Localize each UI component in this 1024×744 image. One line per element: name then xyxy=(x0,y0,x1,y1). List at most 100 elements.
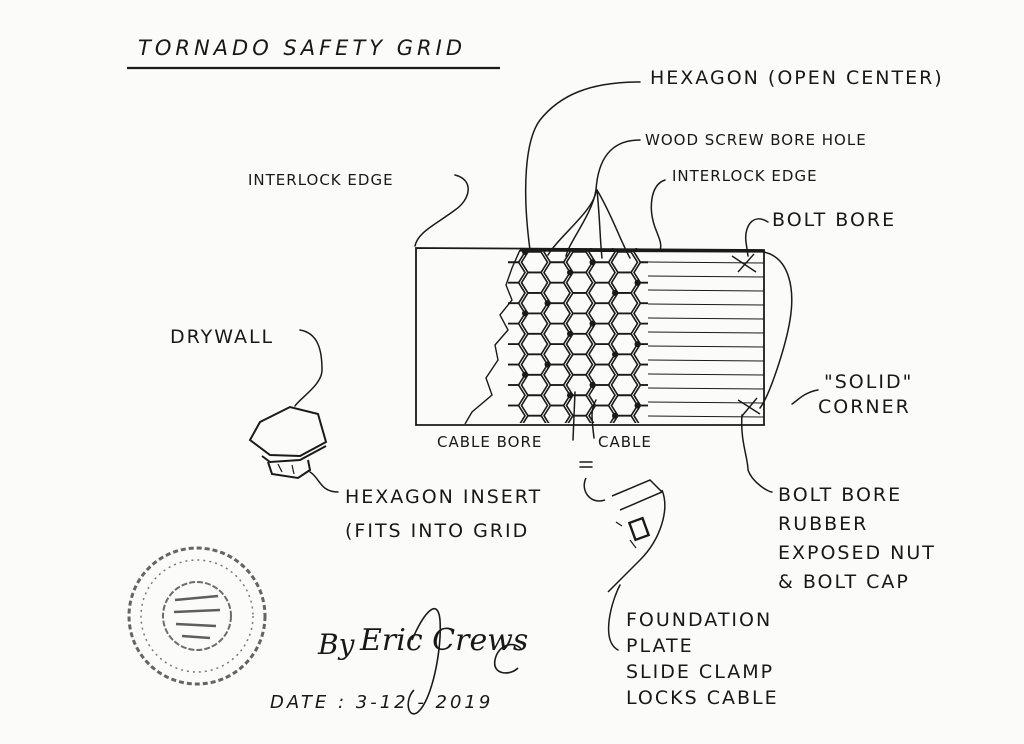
screw-bore-dot xyxy=(658,373,662,377)
label-wood-screw-bore-hole: WOOD SCREW BORE HOLE xyxy=(645,131,867,149)
hex-cell xyxy=(633,404,648,423)
hex-cell xyxy=(508,248,526,264)
hex-cell xyxy=(565,312,594,335)
date-label: DATE : 3-12 - 2019 xyxy=(270,692,494,713)
page-title: TORNADO SAFETY GRID xyxy=(138,36,466,60)
hex-cell xyxy=(657,313,683,334)
label-drywall: DRYWALL xyxy=(170,326,275,348)
label-hexagon-insert-line1: HEXAGON INSERT xyxy=(345,486,543,508)
hex-cell xyxy=(633,281,648,305)
hex-cell xyxy=(588,343,616,366)
label-cable: CABLE xyxy=(598,433,652,451)
foundation-plate-icon xyxy=(583,477,666,593)
hex-cell xyxy=(679,405,705,426)
hex-cell xyxy=(543,302,571,325)
label-foundation: FOUNDATION PLATE SLIDE CLAMP LOCKS CABLE xyxy=(626,607,779,711)
hex-cell xyxy=(565,353,594,376)
hex-cell xyxy=(565,251,594,274)
hexagon-grid-icon xyxy=(508,248,707,426)
screw-bore-dot xyxy=(680,362,684,366)
label-foundation-line1: FOUNDATION xyxy=(626,609,773,631)
hex-cell xyxy=(565,332,594,356)
hex-cell xyxy=(543,248,571,264)
hex-cell xyxy=(679,283,705,304)
label-hexagon-insert-line2: (FITS INTO GRID xyxy=(345,520,530,542)
signature-graphic xyxy=(407,607,523,715)
hex-cell xyxy=(679,303,705,324)
hex-cell xyxy=(657,375,683,396)
hex-cell xyxy=(543,363,571,386)
label-interlock-edge-right: INTERLOCK EDGE xyxy=(672,167,818,185)
hex-cell xyxy=(610,312,639,335)
hex-cell xyxy=(679,324,705,345)
hex-cell xyxy=(543,343,571,366)
label-foundation-line2: PLATE xyxy=(626,635,694,657)
hex-cell xyxy=(522,414,547,423)
hex-cell xyxy=(588,384,616,407)
label-hexagon-open-center: HEXAGON (OPEN CENTER) xyxy=(650,67,944,89)
safety-grid-panel xyxy=(415,247,765,426)
hex-cell xyxy=(588,302,616,325)
hex-cell xyxy=(657,354,683,375)
panel-line xyxy=(647,331,765,334)
hex-cell xyxy=(543,281,571,305)
hex-cell xyxy=(679,262,705,283)
hex-cell xyxy=(565,291,594,315)
hex-cell xyxy=(588,261,616,284)
hex-cell xyxy=(543,322,571,346)
label-cable-bore: CABLE BORE xyxy=(437,433,543,451)
hex-cell xyxy=(679,344,705,365)
hex-cell xyxy=(520,251,549,274)
hex-cell xyxy=(633,363,648,386)
screw-bore-dot xyxy=(658,311,662,315)
hex-cell xyxy=(508,322,526,346)
label-bolt-bore-bottom: BOLT BORE RUBBER EXPOSED NUT & BOLT CAP xyxy=(778,481,936,597)
hex-cell xyxy=(543,261,571,284)
hex-cell xyxy=(610,394,639,417)
hex-cell xyxy=(633,248,648,264)
hex-cell xyxy=(633,302,648,325)
label-bolt-bore-bottom-line4: & BOLT CAP xyxy=(778,571,910,593)
panel-line xyxy=(647,415,765,418)
hex-cell xyxy=(610,373,639,397)
hex-cell xyxy=(508,261,526,284)
hex-cell xyxy=(633,322,648,346)
hex-cell xyxy=(543,384,571,407)
hex-cell xyxy=(520,373,549,397)
label-bolt-bore-bottom-line1: BOLT BORE xyxy=(778,484,903,506)
panel-line xyxy=(647,303,765,306)
label-bolt-bore-bottom-line2: RUBBER xyxy=(778,513,869,535)
label-interlock-edge-left: INTERLOCK EDGE xyxy=(248,171,394,189)
hex-cell xyxy=(657,334,683,355)
leader-lines xyxy=(294,81,819,651)
label-bolt-bore-bottom-line3: EXPOSED NUT xyxy=(778,542,936,564)
hex-cell xyxy=(520,353,549,376)
hex-cell xyxy=(508,404,526,423)
hex-cell xyxy=(543,404,571,423)
panel-line xyxy=(647,401,765,404)
author-by: By xyxy=(318,628,355,661)
panel-line xyxy=(647,317,765,320)
hex-cell xyxy=(508,384,526,407)
hex-cell xyxy=(612,414,637,423)
hex-cell xyxy=(657,395,683,416)
hex-cell xyxy=(633,384,648,407)
panel-line xyxy=(647,275,765,278)
hex-cell xyxy=(610,271,639,294)
panel-line xyxy=(647,359,765,362)
hex-cell xyxy=(610,353,639,376)
panel-line xyxy=(647,261,765,264)
hex-cell xyxy=(567,414,592,423)
stamp-seal-icon xyxy=(127,546,267,686)
hex-cell xyxy=(565,373,594,397)
hex-cell xyxy=(610,251,639,274)
hex-cell xyxy=(565,271,594,294)
screw-bore-dot xyxy=(703,270,707,274)
label-solid-corner-line1: "SOLID" xyxy=(824,371,914,393)
hex-cell xyxy=(633,343,648,366)
hex-cell xyxy=(588,322,616,346)
hex-cell xyxy=(588,404,616,423)
panel-horizontal-lines xyxy=(647,261,765,418)
hex-cell xyxy=(588,281,616,305)
